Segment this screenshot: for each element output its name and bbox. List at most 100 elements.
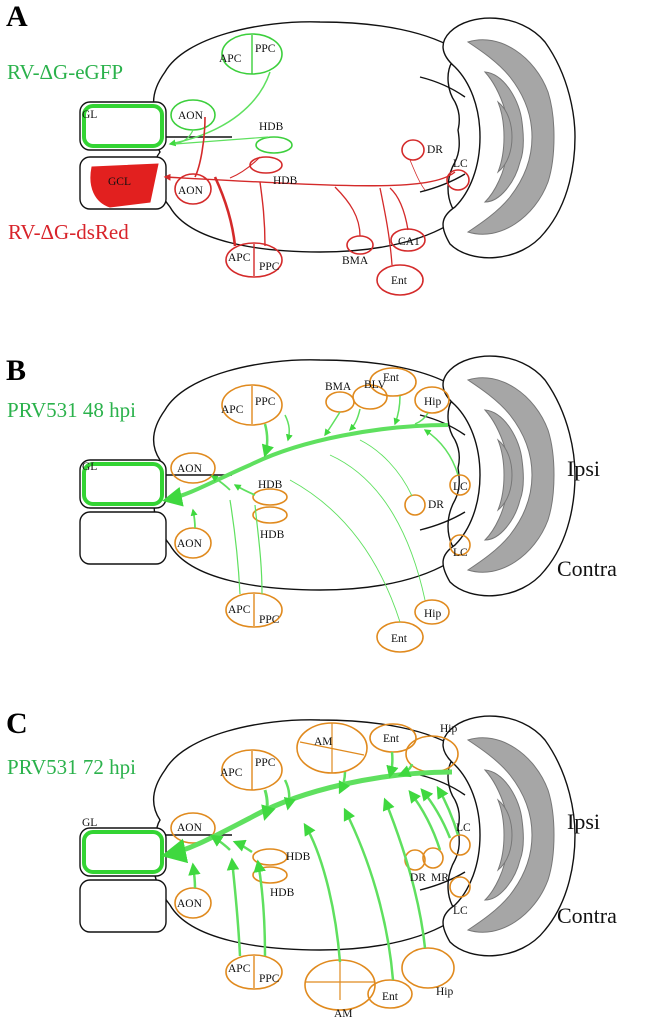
apc-ppc-oval-bot [225, 592, 283, 628]
hdb-oval-bot [252, 506, 288, 524]
aon-oval-bot [174, 527, 212, 559]
hdb-oval-top [252, 848, 288, 866]
label-gl: GL [82, 461, 97, 473]
aon-oval-top [170, 812, 216, 844]
label-aon-top: AON [177, 463, 203, 475]
label-aon-top: AON [178, 110, 204, 122]
bma-oval [346, 235, 374, 255]
label-apc-top: APC [221, 404, 244, 416]
title-prv-48: PRV531 48 hpi [7, 398, 136, 422]
label-hdb-top: HDB [259, 121, 284, 133]
apc-ppc-oval-bot [225, 954, 283, 990]
lc-oval-top [449, 834, 471, 856]
label-hip-bot: Hip [436, 986, 454, 998]
label-gcl: GCL [108, 176, 131, 188]
title-rv-dsred: RV-ΔG-dsRed [8, 220, 129, 244]
label-aon-bot: AON [177, 538, 203, 550]
label-apc-bot: APC [228, 252, 251, 264]
label-bma: BMA [342, 255, 369, 267]
gl-layer [82, 104, 164, 148]
label-hdb-bot: HDB [273, 175, 298, 187]
gl-layer [82, 462, 164, 506]
olfactory-bulb-ipsi [79, 101, 167, 151]
hdb-oval-top [252, 488, 288, 506]
apc-ppc-oval-top [221, 384, 283, 426]
apc-ppc-oval-bot [225, 242, 283, 278]
label-apc-bot: APC [228, 604, 251, 616]
label-apc-top: APC [220, 767, 243, 779]
label-hdb-top: HDB [286, 851, 311, 863]
label-ppc-bot: PPC [259, 614, 280, 626]
label-am-bot: AM [334, 1008, 353, 1020]
title-prv-72: PRV531 72 hpi [7, 755, 136, 779]
label-hdb-bot: HDB [260, 529, 285, 541]
lc-oval-bot [449, 876, 471, 898]
hdb-oval-bot [249, 156, 283, 174]
label-ent-bot: Ent [382, 991, 399, 1003]
gcl-region [90, 163, 159, 208]
label-ent-top: Ent [383, 733, 400, 745]
panel-b: B [6, 354, 617, 653]
label-lc-bot: LC [453, 547, 468, 559]
label-lc-bot: LC [453, 905, 468, 917]
dr-oval [401, 139, 425, 161]
label-dr: DR [427, 144, 443, 156]
label-hdb-top: HDB [258, 479, 283, 491]
hip-oval-top [414, 386, 450, 414]
label-hip-bot: Hip [424, 608, 442, 620]
label-lc-top: LC [453, 481, 468, 493]
aon-oval-top [170, 452, 216, 484]
panel-letter-a: A [6, 0, 28, 33]
dr-oval [404, 494, 426, 516]
bma-oval [325, 391, 355, 413]
label-aon-bot: AON [177, 898, 203, 910]
label-ipsi: Ipsi [567, 456, 600, 481]
label-hdb-bot: HDB [270, 887, 295, 899]
ent-oval-top [369, 367, 417, 397]
title-rv-egfp: RV-ΔG-eGFP [7, 60, 123, 84]
label-ppc-bot: PPC [259, 261, 280, 273]
label-apc-bot: APC [228, 963, 251, 975]
aon-oval-bot [174, 887, 212, 919]
label-dr: DR [410, 872, 426, 884]
panel-c: C [6, 707, 617, 1020]
olfactory-bulb-ipsi [79, 827, 167, 877]
label-ent: Ent [391, 275, 408, 287]
label-ipsi: Ipsi [567, 809, 600, 834]
label-aon-top: AON [177, 822, 203, 834]
label-mr: MR [431, 872, 449, 884]
lc-oval [446, 169, 470, 191]
aon-oval-top [170, 99, 216, 131]
panel-a: A [6, 0, 576, 296]
aon-oval-bot [174, 173, 212, 205]
label-ppc-top: PPC [255, 43, 276, 55]
label-lc: LC [453, 158, 468, 170]
label-blv: BLV [364, 379, 387, 391]
label-hip-top: Hip [440, 723, 458, 735]
olfactory-bulb-contra [79, 879, 167, 933]
ent-oval [376, 264, 424, 296]
label-ent-bot: Ent [391, 633, 408, 645]
label-ppc-top: PPC [255, 396, 276, 408]
panel-letter-c: C [6, 707, 28, 740]
label-am-top: AM [314, 736, 333, 748]
panel-letter-b: B [6, 354, 26, 387]
hdb-oval-top [255, 136, 293, 154]
label-ca1: CA1 [398, 236, 420, 248]
label-aon-bot: AON [178, 185, 204, 197]
hdb-oval-bot [252, 866, 288, 884]
olfactory-bulb-contra [79, 511, 167, 565]
olfactory-bulb-ipsi [79, 459, 167, 509]
ent-oval-bot [367, 979, 413, 1009]
lc-oval-bot [449, 534, 471, 556]
lc-oval-top [449, 474, 471, 496]
mr-oval [422, 847, 444, 869]
label-gl: GL [82, 109, 97, 121]
label-dr: DR [428, 499, 444, 511]
label-contra: Contra [557, 556, 617, 581]
hip-oval-bot [414, 599, 450, 625]
label-gl: GL [82, 817, 97, 829]
label-ppc-bot: PPC [259, 973, 280, 985]
label-apc-top: APC [219, 53, 242, 65]
